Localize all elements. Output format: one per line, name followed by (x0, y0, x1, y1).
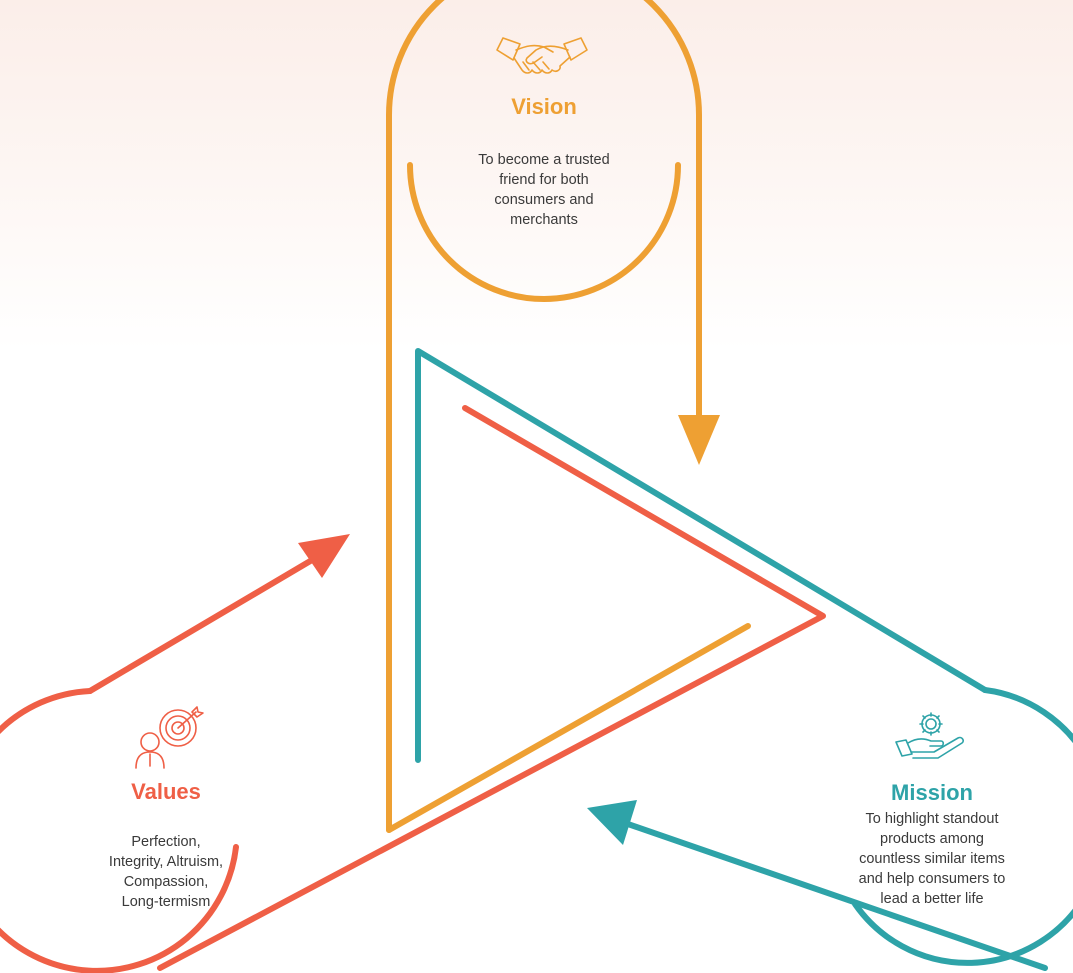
hand-gear-icon (895, 712, 965, 759)
values-description-line: Compassion, (123, 874, 209, 890)
vision-inner-arc (407, 162, 681, 302)
mission-arrowhead (587, 800, 637, 845)
mission-triangle-line (415, 348, 988, 763)
mission-description-line: products among (880, 831, 984, 847)
vision-node: Vision To become a trusted friend for bo… (434, 94, 654, 230)
mission-title: Mission (891, 780, 973, 805)
values-description-line: Perfection, (131, 834, 201, 850)
vision-arrowhead (678, 415, 720, 465)
values-node: Values Perfection, Integrity, Altruism, … (56, 779, 276, 912)
values-title: Values (131, 779, 201, 804)
vision-description-line: merchants (510, 212, 578, 228)
mission-description-line: To highlight standout (865, 811, 999, 827)
values-inner-line (157, 405, 826, 971)
vision-title: Vision (511, 94, 577, 119)
mission-description-line: lead a better life (880, 891, 984, 907)
vision-description-line: consumers and (494, 192, 594, 208)
values-description-line: Integrity, Altruism, (108, 854, 224, 870)
vision-bottom-line (386, 623, 751, 833)
vision-description-line: To become a trusted (478, 152, 610, 168)
mission-description-line: and help consumers to (858, 871, 1006, 887)
values-arrowhead (298, 534, 350, 578)
mission-description-line: countless similar items (859, 851, 1005, 867)
values-description-line: Long-termism (121, 894, 211, 910)
values-circle (0, 688, 239, 973)
vision-loop (386, 0, 702, 833)
target-person-icon (135, 706, 204, 769)
mission-circle (852, 687, 1073, 966)
mission-node: Mission To highlight standout products a… (818, 780, 1046, 909)
values-out-line (87, 557, 315, 694)
handshake-icon (496, 37, 588, 74)
mission-return-line (622, 820, 1048, 971)
vision-description-line: friend for both (499, 172, 589, 188)
